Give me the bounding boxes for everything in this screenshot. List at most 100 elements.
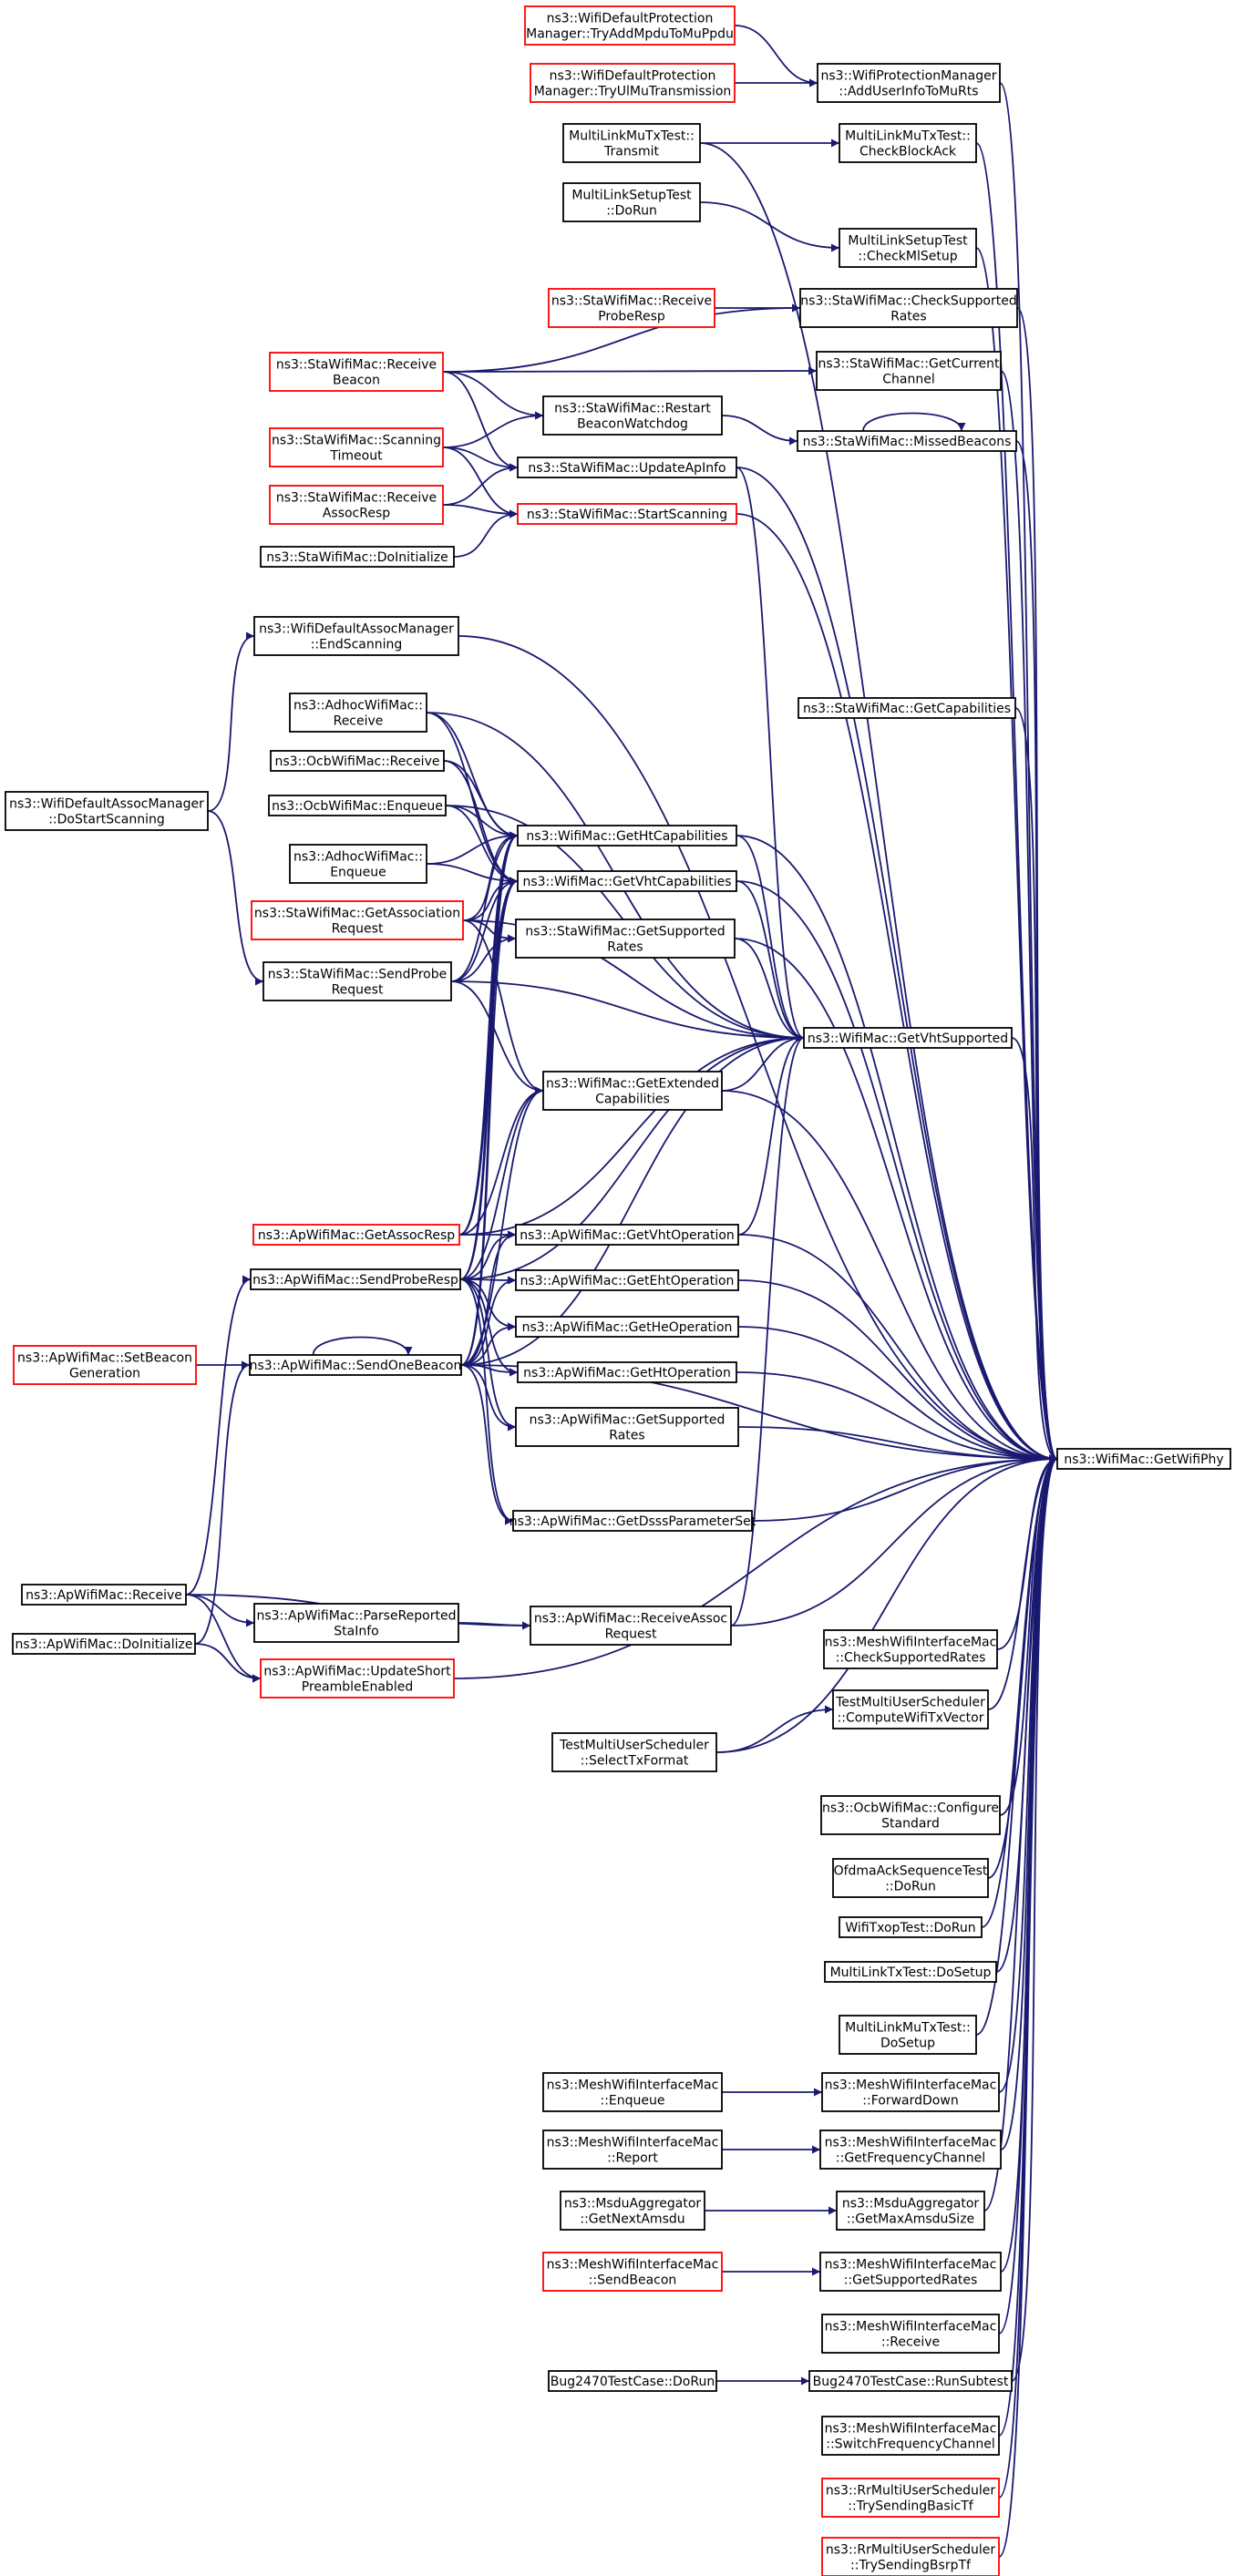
node-ns3-apwifimac-receive[interactable]: ns3::ApWifiMac::Receive (21, 1584, 187, 1606)
node-ns3-wifidefaultprotection-manager-tryaddmpdutomuppdu[interactable]: ns3::WifiDefaultProtectionManager::TryAd… (524, 5, 736, 46)
node-ns3-rrmultiuserscheduler-trysendingbsrptf[interactable]: ns3::RrMultiUserScheduler::TrySendingBsr… (821, 2537, 1000, 2576)
node-ns3-rrmultiuserscheduler-trysendingbasictf[interactable]: ns3::RrMultiUserScheduler::TrySendingBas… (821, 2478, 1000, 2518)
node-ns3-wifimac-gethtcapabilities[interactable]: ns3::WifiMac::GetHtCapabilities (517, 825, 737, 847)
node-label-line: ns3::MeshWifiInterfaceMac (547, 2078, 719, 2093)
node-ns3-apwifimac-getdsssparameterset[interactable]: ns3::ApWifiMac::GetDsssParameterSet (509, 1510, 756, 1532)
node-label-line: AssocResp (323, 507, 390, 521)
node-wifitxoptest-dorun[interactable]: WifiTxopTest::DoRun (839, 1916, 983, 1938)
node-multilinkmutxtest-checkblockack[interactable]: MultiLinkMuTxTest::CheckBlockAck (839, 123, 977, 163)
node-box (551, 1732, 717, 1772)
node-label-line: ns3::StaWifiMac::Receive (276, 491, 437, 506)
node-ns3-meshwifiinterfacemac-receive[interactable]: ns3::MeshWifiInterfaceMac::Receive (821, 2314, 1000, 2354)
node-ns3-meshwifiinterfacemac-sendbeacon[interactable]: ns3::MeshWifiInterfaceMac::SendBeacon (542, 2252, 723, 2292)
node-label-line: ::SendBeacon (589, 2273, 677, 2288)
node-ns3-stawifimac-missedbeacons[interactable]: ns3::StaWifiMac::MissedBeacons (797, 430, 1017, 452)
node-box (548, 288, 715, 328)
node-box (819, 2252, 1002, 2292)
node-ns3-stawifimac-checksupported-rates[interactable]: ns3::StaWifiMac::CheckSupportedRates (799, 288, 1018, 328)
node-ns3-stawifimac-doinitialize[interactable]: ns3::StaWifiMac::DoInitialize (260, 546, 455, 568)
edge-n44-to-n49 (185, 1594, 262, 1683)
node-ns3-wifiprotectionmanager-adduserinfotomurts[interactable]: ns3::WifiProtectionManager::AddUserInfoT… (817, 63, 1001, 103)
node-ns3-msduaggregator-getnextamsdu[interactable]: ns3::MsduAggregator::GetNextAmsdu (560, 2191, 705, 2231)
node-ns3-meshwifiinterfacemac-checksupportedrates[interactable]: ns3::MeshWifiInterfaceMac::CheckSupporte… (823, 1629, 998, 1669)
node-testmultiuserscheduler-computewifitxvector[interactable]: TestMultiUserScheduler::ComputeWifiTxVec… (832, 1689, 989, 1729)
node-ns3-wifimac-getvhtsupported[interactable]: ns3::WifiMac::GetVhtSupported (803, 1027, 1013, 1049)
node-label-line: StaInfo (334, 1625, 378, 1639)
node-bug2470testcase-runsubtest[interactable]: Bug2470TestCase::RunSubtest (808, 2370, 1013, 2392)
node-multilinksetuptest-dorun[interactable]: MultiLinkSetupTest::DoRun (562, 182, 701, 222)
node-ns3-ocbwifimac-enqueue[interactable]: ns3::OcbWifiMac::Enqueue (268, 795, 447, 816)
node-ns3-apwifimac-getehtoperation[interactable]: ns3::ApWifiMac::GetEhtOperation (515, 1269, 739, 1291)
node-box (260, 546, 455, 568)
node-ns3-meshwifiinterfacemac-switchfrequencychannel[interactable]: ns3::MeshWifiInterfaceMac::SwitchFrequen… (821, 2416, 1000, 2456)
node-ns3-meshwifiinterfacemac-getfrequencychannel[interactable]: ns3::MeshWifiInterfaceMac::GetFrequencyC… (819, 2130, 1002, 2170)
node-ns3-wifimac-getvhtcapabilities[interactable]: ns3::WifiMac::GetVhtCapabilities (517, 870, 737, 892)
node-label-line: ns3::StaWifiMac::GetSupported (525, 925, 725, 939)
node-label-line: ns3::ApWifiMac::ReceiveAssoc (534, 1612, 727, 1627)
edge-n35-to-n34 (459, 1230, 517, 1280)
node-ns3-apwifimac-sendproberesp[interactable]: ns3::ApWifiMac::SendProbeResp (250, 1268, 461, 1290)
node-label-line: ::Report (607, 2151, 658, 2166)
node-ns3-ocbwifimac-receive[interactable]: ns3::OcbWifiMac::Receive (270, 750, 445, 772)
node-ns3-meshwifiinterfacemac-getsupportedrates[interactable]: ns3::MeshWifiInterfaceMac::GetSupportedR… (819, 2252, 1002, 2292)
node-ns3-apwifimac-updateshort-preambleenabled[interactable]: ns3::ApWifiMac::UpdateShortPreambleEnabl… (260, 1658, 455, 1699)
edge-n10-to-n12 (442, 371, 544, 420)
edge-n18-to-n17 (453, 509, 519, 558)
node-label-line: Manager::TryAddMpduToMuPpdu (526, 27, 734, 42)
node-box (819, 2130, 1002, 2170)
node-ns3-apwifimac-getheoperation[interactable]: ns3::ApWifiMac::GetHeOperation (515, 1316, 739, 1338)
node-multilinkmutxtest-transmit[interactable]: MultiLinkMuTxTest::Transmit (562, 123, 701, 163)
node-multilinkmutxtest-dosetup[interactable]: MultiLinkMuTxTest::DoSetup (839, 2015, 977, 2055)
node-ns3-wifidefaultassocmanager-endscanning[interactable]: ns3::WifiDefaultAssocManager::EndScannin… (253, 616, 459, 656)
node-ns3-adhocwifimac-receive[interactable]: ns3::AdhocWifiMac::Receive (289, 693, 427, 733)
edge-n10-to-n15 (442, 371, 519, 472)
edge-n5-to-n42 (975, 142, 1058, 1463)
node-ns3-msduaggregator-getmaxamsdusize[interactable]: ns3::MsduAggregator::GetMaxAmsduSize (836, 2191, 985, 2231)
node-box (524, 5, 736, 46)
node-label-line: MultiLinkMuTxTest:: (845, 2021, 971, 2036)
node-ns3-meshwifiinterfacemac-report[interactable]: ns3::MeshWifiInterfaceMac::Report (542, 2130, 723, 2170)
node-multilinksetuptest-checkmlsetup[interactable]: MultiLinkSetupTest::CheckMlSetup (839, 228, 977, 268)
node-ns3-apwifimac-doinitialize[interactable]: ns3::ApWifiMac::DoInitialize (12, 1633, 196, 1655)
node-ns3-stawifimac-getcapabilities[interactable]: ns3::StaWifiMac::GetCapabilities (798, 697, 1016, 719)
edge-n31-to-n42 (1011, 1037, 1058, 1463)
node-ns3-meshwifiinterfacemac-forwarddown[interactable]: ns3::MeshWifiInterfaceMac::ForwardDown (821, 2072, 1000, 2112)
node-ofdmaacksequencetest-dorun[interactable]: OfdmaAckSequenceTest::DoRun (832, 1858, 989, 1898)
node-ns3-apwifimac-getsupported-rates[interactable]: ns3::ApWifiMac::GetSupportedRates (515, 1407, 739, 1447)
node-ns3-wifidefaultassocmanager-dostartscanning[interactable]: ns3::WifiDefaultAssocManager::DoStartSca… (5, 791, 209, 831)
node-ns3-stawifimac-updateapinfo[interactable]: ns3::StaWifiMac::UpdateApInfo (517, 457, 737, 478)
edge-n45-to-n46 (458, 1621, 531, 1630)
node-label-line: MultiLinkMuTxTest:: (569, 129, 695, 144)
node-testmultiuserscheduler-selecttxformat[interactable]: TestMultiUserScheduler::SelectTxFormat (551, 1732, 717, 1772)
node-multilinktxtest-dosetup[interactable]: MultiLinkTxTest::DoSetup (824, 1961, 997, 1983)
node-bug2470testcase-dorun[interactable]: Bug2470TestCase::DoRun (548, 2370, 717, 2392)
node-label-line: Beacon (333, 374, 380, 388)
node-ns3-apwifimac-sendonebeacon[interactable]: ns3::ApWifiMac::SendOneBeacon (249, 1354, 462, 1376)
edge-n39-to-n39 (312, 1336, 413, 1356)
node-ns3-wifimac-getwifiphy[interactable]: ns3::WifiMac::GetWifiPhy (1056, 1448, 1231, 1470)
node-ns3-stawifimac-getsupported-rates[interactable]: ns3::StaWifiMac::GetSupportedRates (515, 919, 736, 959)
node-box (269, 427, 444, 467)
node-ns3-apwifimac-getvhtoperation[interactable]: ns3::ApWifiMac::GetVhtOperation (515, 1224, 739, 1246)
node-ns3-stawifimac-startscanning[interactable]: ns3::StaWifiMac::StartScanning (517, 503, 737, 525)
node-ns3-apwifimac-getassocresp[interactable]: ns3::ApWifiMac::GetAssocResp (252, 1224, 460, 1246)
node-ns3-adhocwifimac-enqueue[interactable]: ns3::AdhocWifiMac::Enqueue (289, 844, 427, 884)
node-ns3-wifidefaultprotection-manager-tryulmutransmission[interactable]: ns3::WifiDefaultProtectionManager::TryUl… (530, 63, 736, 103)
node-label-line: ::EndScanning (311, 638, 403, 652)
node-ns3-apwifimac-gethtoperation[interactable]: ns3::ApWifiMac::GetHtOperation (517, 1361, 737, 1383)
node-label-line: ::ForwardDown (862, 2094, 958, 2109)
node-ns3-meshwifiinterfacemac-enqueue[interactable]: ns3::MeshWifiInterfaceMac::Enqueue (542, 2072, 723, 2112)
